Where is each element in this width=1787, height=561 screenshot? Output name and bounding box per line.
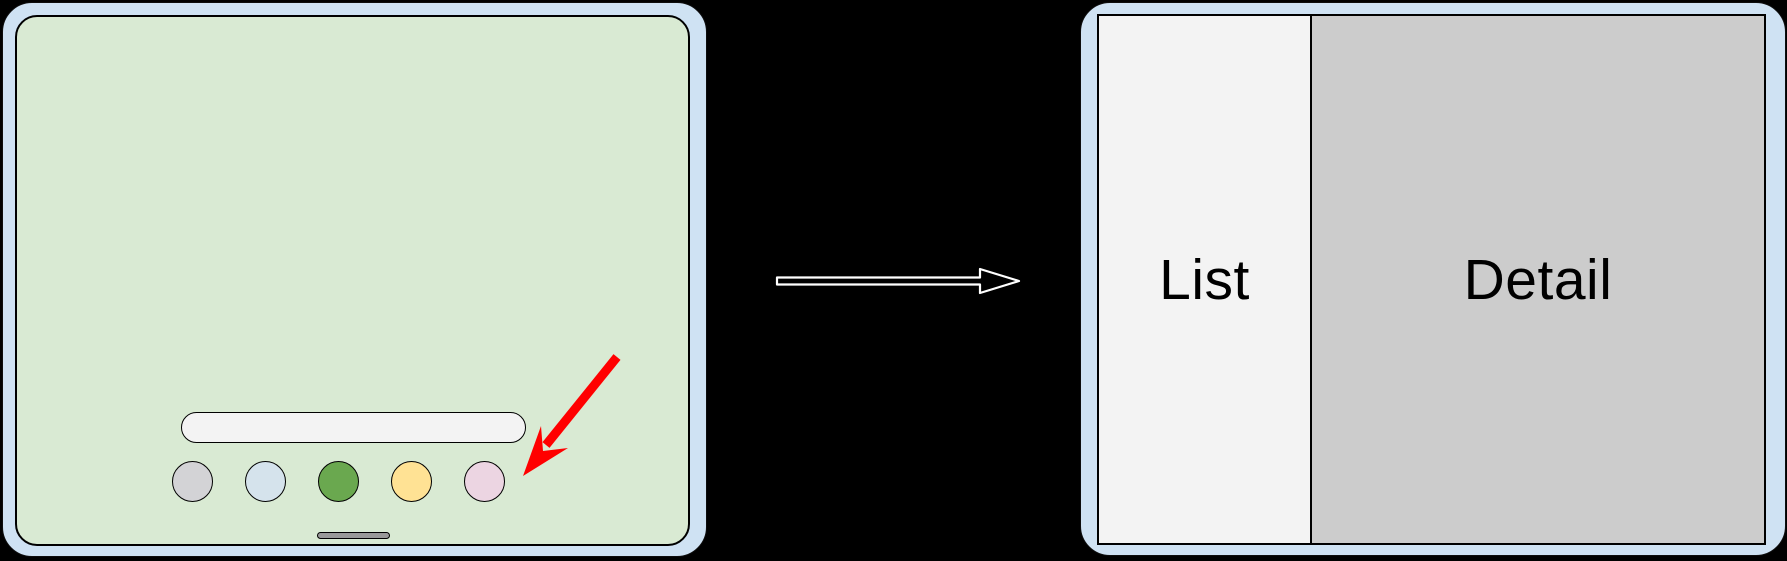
home-indicator[interactable] [317, 532, 390, 539]
app-icon-green[interactable] [318, 461, 359, 502]
app-icon-pink[interactable] [464, 461, 505, 502]
app-icon-yellow[interactable] [391, 461, 432, 502]
dock [172, 461, 505, 502]
tablet-left-bezel [2, 2, 707, 557]
tablet-right-bezel: List Detail [1080, 2, 1786, 556]
panel-divider [1310, 16, 1312, 543]
detail-panel: Detail [1312, 16, 1764, 543]
search-bar[interactable] [181, 412, 526, 443]
app-icon-gray[interactable] [172, 461, 213, 502]
transition-arrow-icon [775, 267, 1021, 295]
detail-panel-label: Detail [1463, 247, 1613, 312]
list-panel: List [1099, 16, 1310, 543]
home-screen [15, 15, 690, 546]
app-icon-blue[interactable] [245, 461, 286, 502]
list-detail-screen: List Detail [1097, 14, 1766, 545]
list-panel-label: List [1159, 247, 1250, 312]
